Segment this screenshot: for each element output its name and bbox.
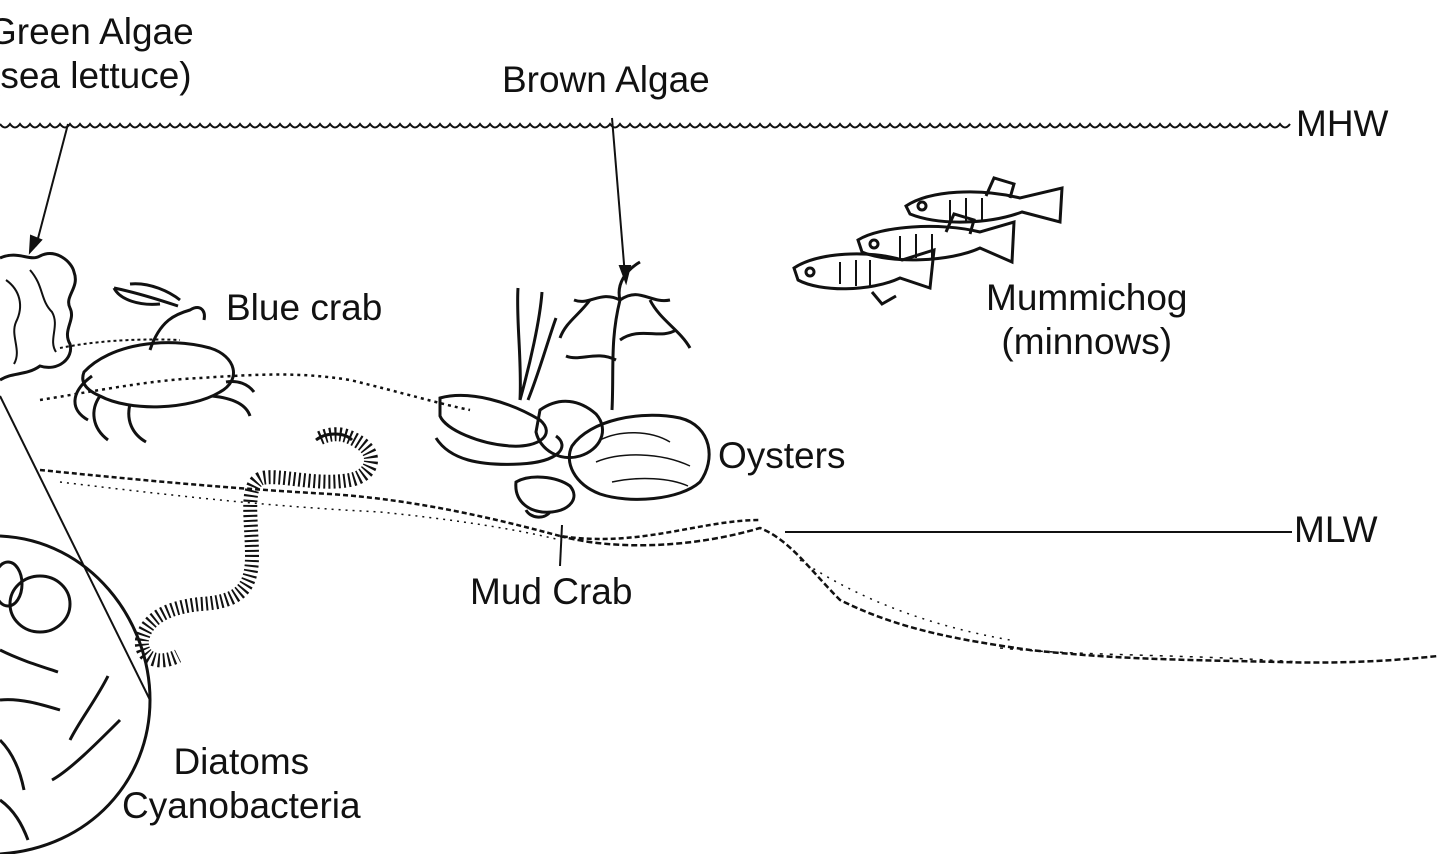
mummichog-label: Mummichog (minnows) <box>986 276 1188 364</box>
sea-lettuce-illustration <box>0 254 180 380</box>
pointer-arrows <box>30 118 630 566</box>
mud-crab-label: Mud Crab <box>470 570 632 614</box>
mudflat-sediment <box>40 375 1438 663</box>
diatoms-name: Diatoms <box>122 740 361 784</box>
mud-crab-illustration <box>516 477 574 517</box>
mhw-water-line <box>0 124 1290 128</box>
blue-crab-label: Blue crab <box>226 286 382 330</box>
brown-algae-label: Brown Algae <box>502 58 710 102</box>
brown-algae-illustration <box>518 262 690 410</box>
diatoms-label: Diatoms Cyanobacteria <box>122 740 361 828</box>
mummichog-name: Mummichog <box>986 276 1188 320</box>
mummichog-common-name: (minnows) <box>986 320 1188 364</box>
mlw-label: MLW <box>1294 508 1378 552</box>
worm-illustration <box>142 434 371 660</box>
oysters-illustration <box>436 395 709 499</box>
green-algae-name: Green Algae <box>0 10 194 54</box>
oysters-label: Oysters <box>718 434 845 478</box>
green-algae-label: Green Algae (sea lettuce) <box>0 10 194 98</box>
cyanobacteria-name: Cyanobacteria <box>122 784 361 828</box>
green-algae-common-name: (sea lettuce) <box>0 54 194 98</box>
mhw-label: MHW <box>1296 102 1388 146</box>
